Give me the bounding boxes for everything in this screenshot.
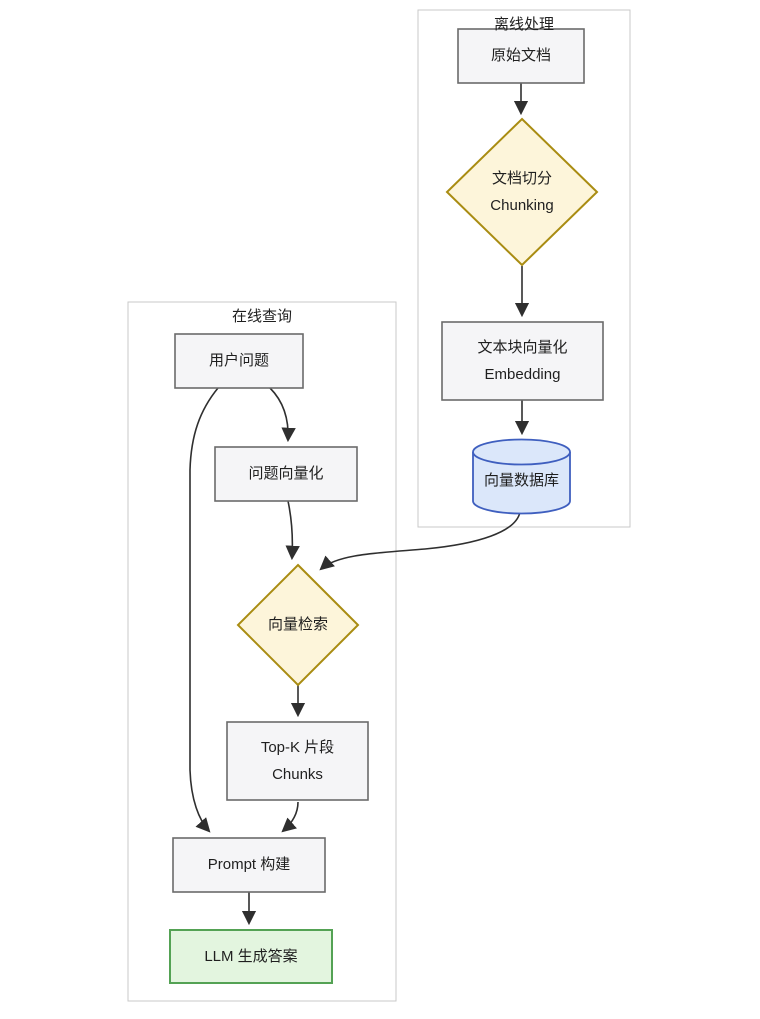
node-shape-original-doc [457, 28, 585, 84]
edge-userquestion-prompt [189, 387, 219, 833]
edge-userquestion-questionembed [269, 387, 296, 443]
node-label-line2: Chunks [272, 766, 323, 783]
node-label-llm: LLM 生成答案 [170, 930, 332, 983]
node-shape-vector-search [236, 563, 360, 687]
node-label-text: 向量数据库 [483, 472, 559, 490]
node-shape-topk [226, 721, 369, 801]
node-shape-prompt [172, 837, 326, 893]
node-label-vector-search: 向量检索 [238, 565, 358, 685]
node-shape-chunking [445, 117, 599, 267]
cylinder-top [472, 438, 571, 466]
node-label-text: Prompt 构建 [207, 856, 291, 874]
node-label-user-question: 用户问题 [175, 334, 303, 388]
edge-questionembed-vectorsearch [285, 500, 300, 561]
node-shape-embedding [441, 321, 604, 401]
node-label-text: 原始文档 [490, 47, 551, 65]
node-shape-llm [169, 929, 333, 984]
node-label-prompt: Prompt 构建 [173, 838, 325, 892]
online-subgraph-title: 在线查询 [231, 308, 292, 325]
node-label-text: 向量检索 [267, 616, 328, 634]
node-label-text: 问题向量化 [248, 465, 324, 483]
node-shape-vector-db [472, 438, 571, 515]
node-label-line2: Embedding [484, 366, 561, 383]
node-label-line2: Chunking [490, 197, 554, 214]
node-label-chunking: 文档切分 Chunking [447, 119, 597, 265]
node-label-topk: Top-K 片段 Chunks [227, 722, 368, 800]
node-label-question-embed: 问题向量化 [215, 447, 357, 501]
node-label-text: LLM 生成答案 [204, 947, 298, 965]
node-shape-user-question [174, 333, 304, 389]
node-label-line1: 文档切分 [491, 169, 552, 187]
node-label-text: 用户问题 [208, 352, 269, 370]
cylinder-body [472, 452, 571, 515]
node-label-embedding: 文本块向量化 Embedding [442, 322, 603, 400]
node-label-vector-db: 向量数据库 [463, 458, 580, 504]
node-label-original-doc: 原始文档 [458, 29, 584, 83]
node-label-line1: 文本块向量化 [477, 338, 568, 356]
offline-subgraph-title: 离线处理 [493, 16, 554, 33]
node-shape-question-embed [214, 446, 358, 502]
node-label-line1: Top-K 片段 [260, 738, 335, 756]
edge-vectordb-vectorsearch [319, 511, 521, 571]
edge-topk-prompt [281, 801, 299, 833]
